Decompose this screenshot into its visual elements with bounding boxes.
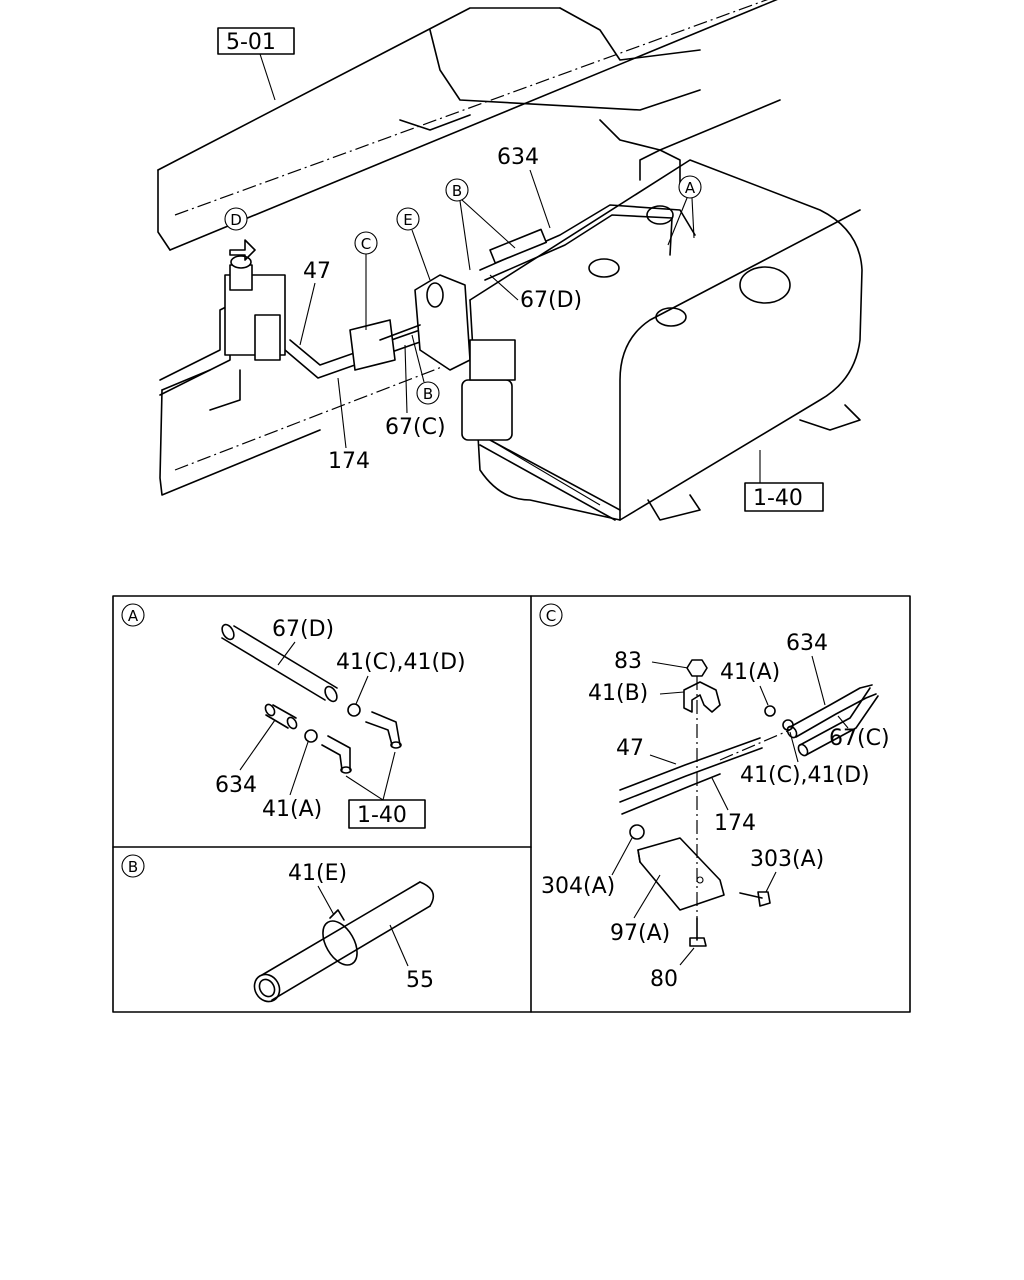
- fuel-filter-bracket: [414, 274, 516, 441]
- detail-c-title: C: [539, 603, 563, 627]
- c-label-41cd: 41(C),41(D): [740, 763, 870, 788]
- ref-box-top: [217, 27, 295, 55]
- detail-b-title: B: [121, 854, 145, 878]
- svg-text:D: D: [230, 211, 242, 229]
- clip-c-bracket: [349, 319, 421, 371]
- fuel-pump: [209, 239, 286, 411]
- c-label-304a: 304(A): [541, 874, 615, 899]
- svg-text:C: C: [546, 607, 556, 625]
- c-label-41a: 41(A): [720, 660, 780, 685]
- label-67c: 67(C): [385, 415, 446, 440]
- a-ref-text: 1-40: [357, 803, 407, 828]
- ref-box-tank: [744, 482, 824, 512]
- ref-tank-text: 1-40: [753, 486, 803, 511]
- label-47: 47: [303, 259, 331, 284]
- svg-text:B: B: [452, 182, 462, 200]
- svg-text:A: A: [128, 607, 139, 625]
- c-label-47: 47: [616, 736, 644, 761]
- detail-a: A 67(D) 41(C),41(D) 634 41(A) 1-40: [121, 603, 466, 829]
- callout-e: E: [396, 207, 431, 281]
- c-label-634: 634: [786, 631, 828, 656]
- frame-rail: [157, 0, 781, 496]
- detail-a-title: A: [121, 603, 145, 627]
- callout-b-top: B: [445, 178, 516, 271]
- c-label-80: 80: [650, 967, 678, 992]
- view-arrow-d-icon: [229, 239, 256, 261]
- c-label-303a: 303(A): [750, 847, 824, 872]
- callout-d: D: [224, 207, 248, 231]
- b-label-41e: 41(E): [288, 861, 347, 886]
- a-label-41a: 41(A): [262, 797, 322, 822]
- detail-frame: [112, 595, 911, 1013]
- label-634: 634: [497, 145, 539, 170]
- label-174: 174: [328, 449, 370, 474]
- callout-b-bottom: B: [411, 334, 440, 405]
- svg-text:B: B: [128, 858, 138, 876]
- svg-text:E: E: [403, 211, 412, 229]
- label-67d: 67(D): [520, 288, 582, 313]
- callout-a-top: A: [667, 175, 702, 246]
- detail-b: B 41(E) 55: [121, 854, 435, 1003]
- callout-c: C: [354, 231, 378, 330]
- svg-text:A: A: [685, 179, 696, 197]
- svg-text:C: C: [361, 235, 371, 253]
- a-label-67d: 67(D): [272, 617, 334, 642]
- b-label-55: 55: [406, 968, 434, 993]
- c-label-83: 83: [614, 649, 642, 674]
- detail-c: C 83 41(B): [539, 603, 890, 992]
- a-ref-box: [348, 799, 426, 829]
- c-label-67c: 67(C): [829, 726, 890, 751]
- a-label-41cd: 41(C),41(D): [336, 650, 466, 675]
- ref-top-text: 5-01: [226, 30, 276, 55]
- fuel-tank: [469, 149, 863, 521]
- a-label-634: 634: [215, 773, 257, 798]
- svg-text:B: B: [423, 385, 433, 403]
- c-label-97a: 97(A): [610, 921, 670, 946]
- c-label-41b: 41(B): [588, 681, 648, 706]
- fuel-pipes: [159, 204, 696, 521]
- c-label-174: 174: [714, 811, 756, 836]
